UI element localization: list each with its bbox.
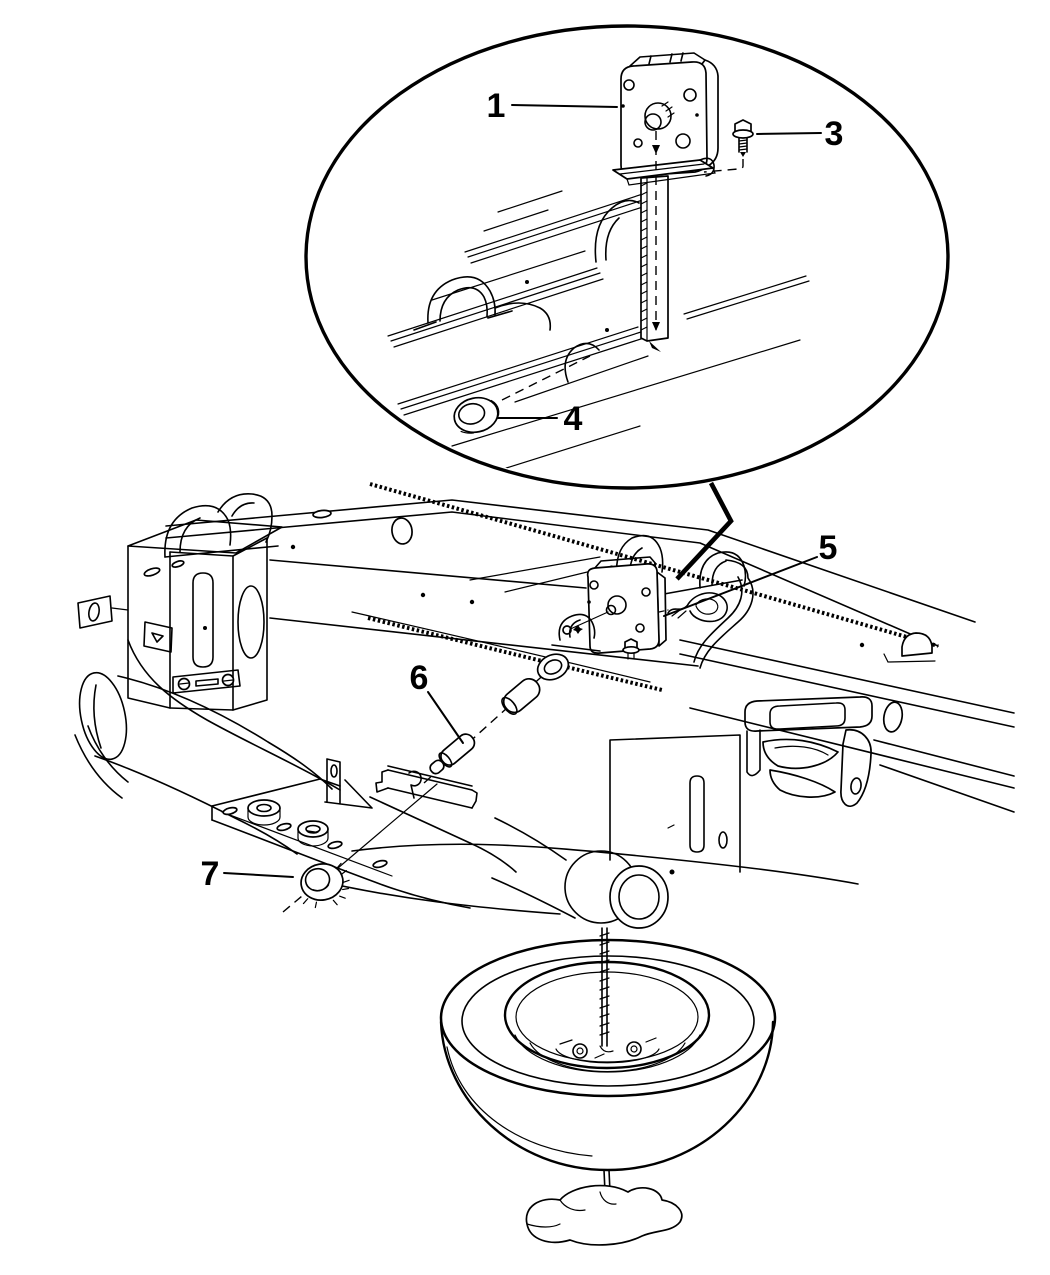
extension-stud-6 — [429, 653, 570, 775]
winch-crossmember — [269, 559, 754, 692]
right-frame-rail — [679, 639, 1015, 813]
callout-4: 4 — [564, 400, 583, 438]
callout-7: 7 — [201, 855, 220, 893]
access-plug-7 — [300, 862, 350, 909]
grommet-alignment-line — [501, 355, 591, 401]
spacer-boss — [247, 799, 281, 826]
callout-1: 1 — [487, 87, 506, 125]
extension-plate — [375, 765, 478, 809]
left-rail-bracket — [77, 519, 283, 711]
right-spring-hanger — [744, 696, 873, 808]
bolt-alignment-line — [703, 159, 744, 173]
spare-tire — [439, 938, 777, 1172]
callout-6: 6 — [410, 659, 429, 697]
rail-cutout-bump — [901, 632, 933, 657]
callout-3: 3 — [825, 115, 844, 153]
truck-bed-floor-lines — [387, 190, 810, 471]
winch-detail — [612, 52, 719, 352]
hanger-tube — [491, 734, 741, 929]
wheel-hub — [555, 1037, 660, 1064]
left-axle-tube — [74, 639, 341, 855]
callout-labels: 1 3 4 5 6 7 — [201, 87, 844, 893]
mounting-bolt-3 — [703, 119, 754, 173]
cable-retainer — [525, 1184, 683, 1246]
plug-alignment-line — [282, 890, 309, 913]
grommet-4 — [453, 396, 500, 434]
chassis-frame — [74, 482, 1015, 929]
cable-loop — [658, 592, 728, 623]
detail-callout-circle — [304, 24, 950, 490]
callout-5: 5 — [819, 529, 838, 567]
detail-pointer-line — [675, 481, 734, 581]
winch-assembly-5 — [551, 556, 728, 660]
spacer-boss — [297, 820, 329, 847]
callout-leaders — [223, 104, 822, 878]
plug-alignment-line-upper — [337, 783, 438, 869]
